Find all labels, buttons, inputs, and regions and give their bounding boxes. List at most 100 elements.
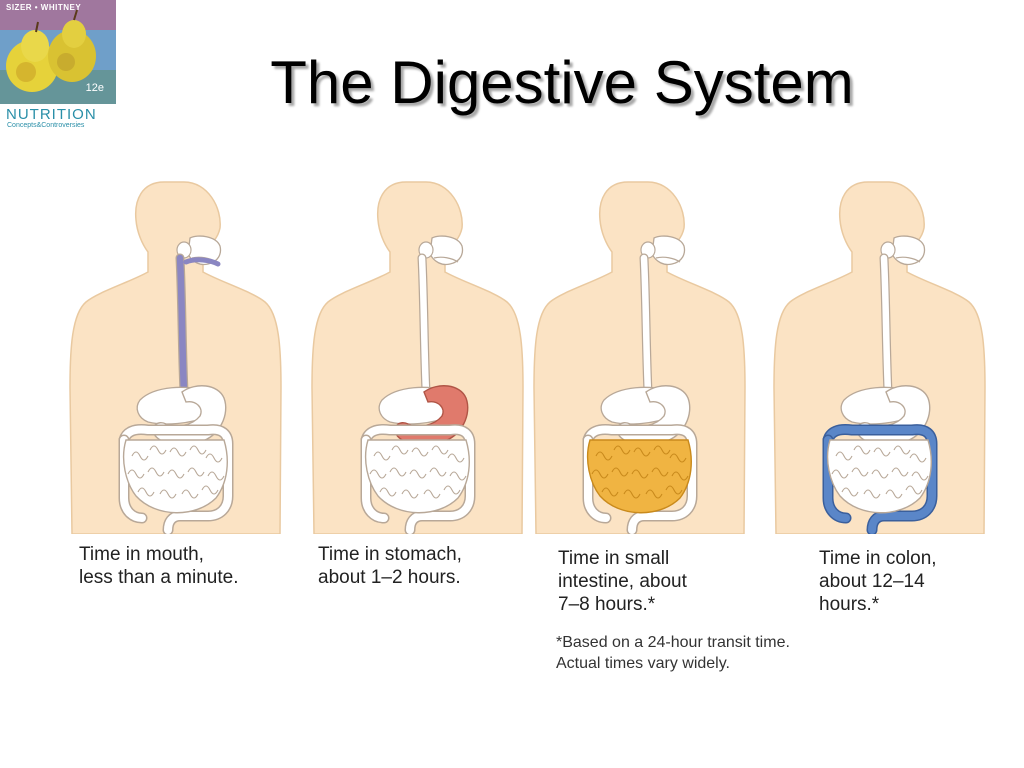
ascending-colon [120,436,146,522]
intestine-coil [595,451,613,461]
colon [824,425,936,534]
caption-mouth: Time in mouth, less than a minute. [79,544,239,588]
intestine-coil [431,445,449,455]
intestine-coil [871,469,889,479]
intestine-coil [905,485,923,495]
intestine-coil [613,445,631,455]
intestine-coil [669,453,687,463]
small-intestine-body [122,439,228,514]
intestine-coil [369,469,387,479]
intestine-coil [851,467,869,477]
intestine-coil [167,469,185,479]
book-cover-logo: SIZER • WHITNEY 12e NUTRITION Concepts&C… [0,0,116,132]
intestine-coil [651,467,669,477]
intestine-coil [409,469,427,479]
small-intestine-body [364,439,470,514]
colon [120,425,232,534]
intestine-coil [885,489,903,499]
esophagus [176,254,188,396]
footnote: *Based on a 24-hour transit time. Actual… [556,634,790,672]
intestine-coil [201,485,219,495]
intestine-coil [591,469,609,479]
intestine-coil [911,471,929,481]
small-intestine-body [826,439,932,514]
intestine-coil [631,469,649,479]
intestine-coil [633,447,651,457]
intestine-coil [611,467,629,477]
intestine-coil [411,447,429,457]
intestine-coil [645,489,663,499]
ascending-colon [824,436,850,522]
logo-subtitle: Concepts&Controversies [7,122,85,129]
intestine-coil [831,469,849,479]
intestine-coil [665,485,683,495]
intestine-coil [443,485,461,495]
intestine-coil [373,451,391,461]
intestine-coil [149,445,167,455]
intestine-coil [159,489,177,499]
oral-cavity [429,235,464,266]
intestine-coil [447,453,465,463]
esophagus [640,254,652,396]
intestine-coil [423,489,441,499]
intestine-coil [207,471,225,481]
torso-figure-colon [772,178,987,534]
intestine-coil [449,471,467,481]
slide-title-wrap: The Digestive System [0,48,1024,118]
logo-authors: SIZER • WHITNEY [6,3,82,12]
pears-painting: SIZER • WHITNEY 12e [0,0,116,104]
intestine-coil [893,445,911,455]
ascending-colon [362,436,388,522]
intestine-coil [401,489,419,499]
slide-title: The Digestive System [270,49,854,116]
small-intestine [586,439,692,514]
intestine-coil [841,487,859,497]
oral-cavity [651,235,686,266]
tongue-line [433,256,459,263]
intestine-coil [205,453,223,463]
colon [362,425,474,534]
intestine-coil [891,467,909,477]
oral-cavity [891,235,926,266]
intestine-coil [187,467,205,477]
torso-figure-small-intestine [532,178,747,534]
intestine-coil [601,487,619,497]
ascending-colon [584,436,610,522]
intestine-coil [671,471,689,481]
logo-edition: 12e [85,82,104,94]
caption-small-intestine: Time in small intestine, about 7–8 hours… [558,548,687,615]
caption-stomach: Time in stomach, about 1–2 hours. [318,544,462,588]
torso-figure-esophagus [68,178,283,534]
intestine-coil [835,451,853,461]
colon [584,425,696,534]
intestine-coil [181,489,199,499]
intestine-coil [137,487,155,497]
intestine-coil [189,445,207,455]
intestine-coil [379,487,397,497]
intestine-coil [873,447,891,457]
intestine-coil [391,445,409,455]
logo-title: NUTRITION [6,106,97,123]
intestine-coil [169,447,187,457]
intestine-coil [863,489,881,499]
tongue-line [895,256,921,263]
intestine-coil [131,451,149,461]
torso-figure-stomach [310,178,525,534]
small-intestine-body [586,439,692,514]
intestine-coil [389,467,407,477]
caption-colon: Time in colon, about 12–14 hours.* [819,548,937,615]
intestine-coil [623,489,641,499]
esophagus [880,254,892,396]
intestine-coil [653,445,671,455]
intestine-coil [147,467,165,477]
esophagus [418,254,430,396]
intestine-coil [429,467,447,477]
tongue-line [655,256,681,263]
small-intestine [364,439,470,514]
small-intestine [122,439,228,514]
intestine-coil [127,469,145,479]
intestine-coil [909,453,927,463]
intestine-coil [853,445,871,455]
mouth-highlight [183,257,221,267]
small-intestine [826,439,932,514]
